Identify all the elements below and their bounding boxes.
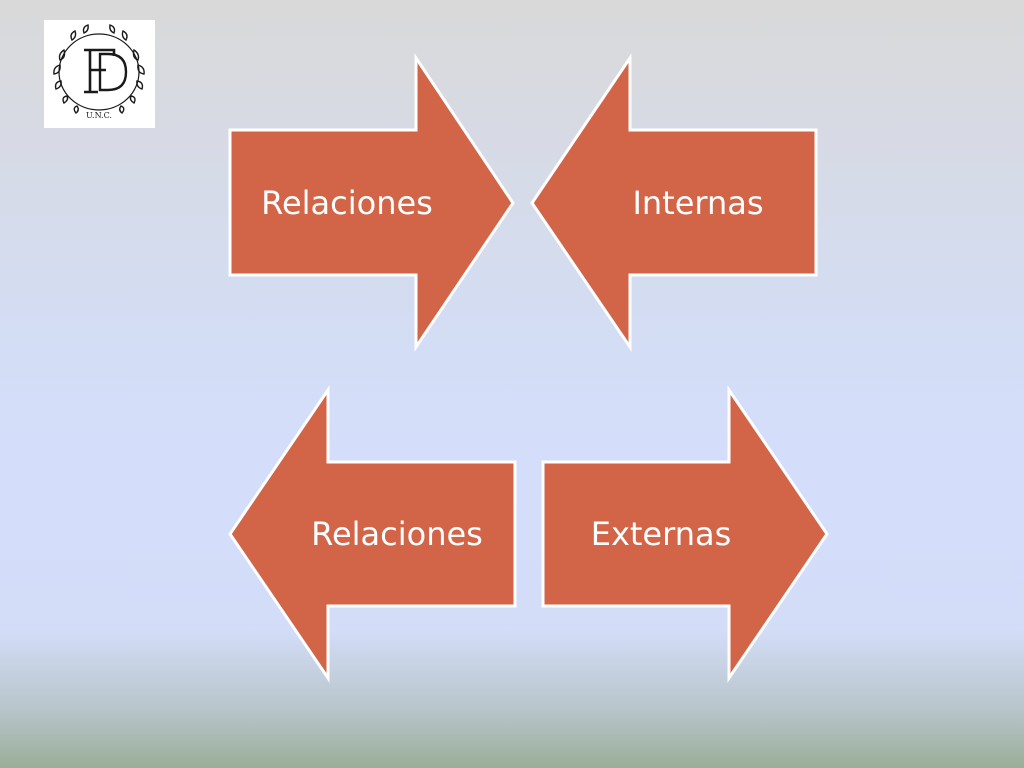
arrow-label: Relaciones — [311, 515, 483, 553]
right-arrow-shape — [228, 53, 515, 352]
arrow-relaciones-internas-left: Relaciones — [228, 53, 515, 352]
arrow-label: Internas — [632, 184, 763, 222]
institution-logo: U.N.C. — [44, 20, 155, 128]
logo-caption: U.N.C. — [86, 111, 112, 120]
arrow-label: Relaciones — [261, 184, 433, 222]
left-arrow-shape — [228, 385, 517, 683]
arrow-relaciones-externas-left: Relaciones — [228, 385, 517, 683]
arrow-label: Externas — [591, 515, 732, 553]
arrow-relaciones-internas-right: Internas — [530, 53, 818, 352]
laurel-monogram-icon: U.N.C. — [53, 24, 145, 120]
left-arrow-shape — [530, 53, 818, 352]
arrow-relaciones-externas-right: Externas — [541, 385, 829, 683]
right-arrow-shape — [541, 385, 829, 683]
